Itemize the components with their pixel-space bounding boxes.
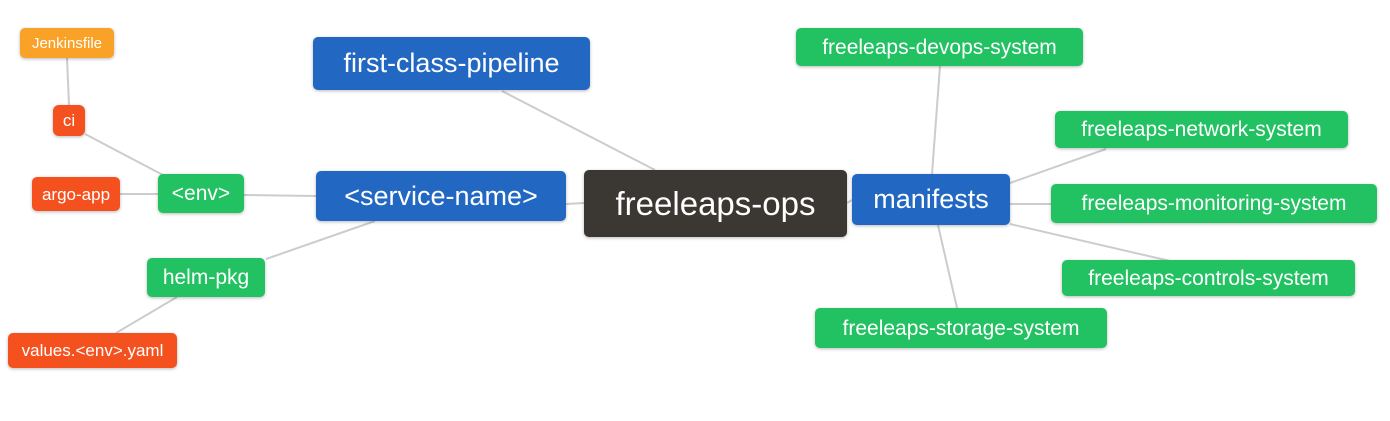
edge-fcp-root	[501, 90, 656, 171]
edge-manifests-storage	[937, 224, 958, 309]
node-helm-pkg[interactable]: helm-pkg	[147, 258, 265, 297]
edge-values-helm-pkg	[115, 296, 178, 334]
node-values-env-yaml[interactable]: values.<env>.yaml	[8, 333, 177, 368]
node-jenkinsfile[interactable]: Jenkinsfile	[20, 28, 114, 58]
node-freeleaps-controls-system[interactable]: freeleaps-controls-system	[1062, 260, 1355, 296]
node-argo-app[interactable]: argo-app	[32, 177, 120, 211]
node-env[interactable]: <env>	[158, 174, 244, 213]
edge-jenkinsfile-ci	[66, 57, 70, 106]
node-freeleaps-network-system[interactable]: freeleaps-network-system	[1055, 111, 1348, 148]
node-freeleaps-storage-system[interactable]: freeleaps-storage-system	[815, 308, 1107, 348]
edge-service-name-root	[565, 202, 585, 205]
node-ci[interactable]: ci	[53, 105, 85, 136]
edge-manifests-network	[1009, 148, 1107, 184]
node-freeleaps-devops-system[interactable]: freeleaps-devops-system	[796, 28, 1083, 66]
node-freeleaps-monitoring-system[interactable]: freeleaps-monitoring-system	[1051, 184, 1377, 223]
edge-helm-pkg-service-name	[265, 220, 376, 260]
edge-manifests-devops	[931, 65, 941, 175]
node-freeleaps-ops[interactable]: freeleaps-ops	[584, 170, 847, 237]
node-service-name[interactable]: <service-name>	[316, 171, 566, 221]
edge-manifests-controls	[1009, 223, 1171, 262]
edge-root-manifests	[846, 199, 853, 204]
edge-ci-env	[84, 133, 164, 176]
edge-env-service-name	[243, 194, 317, 197]
node-first-class-pipeline[interactable]: first-class-pipeline	[313, 37, 590, 90]
node-manifests[interactable]: manifests	[852, 174, 1010, 225]
